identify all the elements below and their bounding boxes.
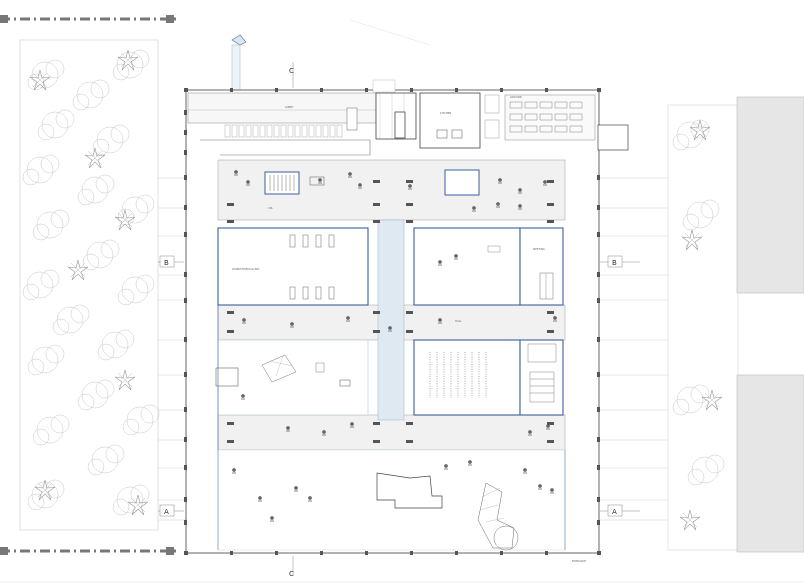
section-a-right: A bbox=[612, 508, 617, 516]
right-landscape bbox=[667, 96, 804, 553]
room-hall bbox=[413, 339, 564, 416]
section-b-left: B bbox=[164, 259, 169, 267]
label-entrance: ENTRANCE bbox=[572, 559, 586, 563]
label-ground: GROUND bbox=[510, 95, 522, 99]
label-kitchen: KITCHEN bbox=[440, 111, 451, 115]
room-workshop-right bbox=[413, 227, 564, 306]
label-workshop: WORKSHOP/GALLERY bbox=[232, 267, 260, 271]
label-meeting: MEETING bbox=[533, 247, 545, 251]
section-b-left-tag bbox=[159, 255, 175, 268]
label-lobby: LOBBY bbox=[285, 105, 294, 109]
section-a-left: A bbox=[164, 508, 169, 516]
neighbor-building-north bbox=[736, 96, 804, 294]
section-a-right-tag bbox=[607, 504, 623, 517]
perimeter-columns bbox=[184, 88, 601, 555]
kitchen-block bbox=[419, 92, 629, 151]
locker-row bbox=[224, 124, 343, 138]
room-open-studio bbox=[215, 339, 369, 416]
furniture-scatter bbox=[231, 169, 558, 522]
left-park bbox=[19, 39, 160, 531]
lower-open-area bbox=[217, 449, 566, 551]
section-b-right-tag bbox=[607, 255, 623, 268]
section-a-left-tag bbox=[159, 504, 175, 517]
label-hall: HALL bbox=[455, 319, 462, 323]
room-workshop-left bbox=[217, 227, 369, 306]
room-labels: LOBBY KITCHEN GROUND WORKSHOP/GALLERY ME… bbox=[232, 95, 586, 563]
section-b-right: B bbox=[612, 259, 617, 267]
service-wing bbox=[187, 79, 417, 156]
office-desks bbox=[509, 101, 583, 133]
interior-columns bbox=[227, 180, 554, 443]
building bbox=[184, 79, 629, 555]
lift-box bbox=[444, 169, 480, 196]
neighbor-building-south bbox=[736, 374, 804, 553]
section-markers: B B A A C C bbox=[158, 62, 640, 578]
fence-lines bbox=[0, 15, 804, 583]
central-circulation bbox=[377, 219, 405, 421]
section-c-top: C bbox=[289, 67, 294, 75]
section-c-bottom: C bbox=[289, 570, 294, 578]
label-corridor: CIR. bbox=[268, 206, 273, 210]
